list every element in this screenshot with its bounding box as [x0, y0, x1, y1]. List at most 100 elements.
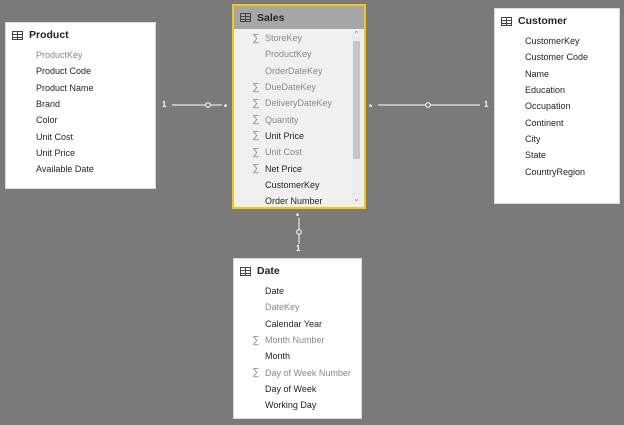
sales-field-list: ∑StoreKey∑ProductKey∑OrderDateKey∑DueDat…: [234, 30, 364, 209]
field-label: Calendar Year: [265, 318, 323, 329]
field-label: CountryRegion: [525, 166, 586, 177]
sales-field-customerkey[interactable]: ∑CustomerKey: [251, 177, 364, 193]
sales-table-title: Sales: [257, 11, 285, 24]
field-label: Unit Cost: [265, 147, 303, 158]
product-field-available-date[interactable]: Available Date: [36, 161, 155, 177]
sigma-icon: ∑: [252, 114, 260, 126]
field-label: Product Name: [36, 82, 94, 93]
customer-field-customer-code[interactable]: Customer Code: [525, 49, 619, 65]
date-field-datekey[interactable]: ∑DateKey: [251, 299, 361, 315]
sales-table-card[interactable]: Sales ∑StoreKey∑ProductKey∑OrderDateKey∑…: [232, 4, 366, 209]
sales-field-order-number[interactable]: ∑Order Number: [251, 193, 364, 209]
cardinality-sales-many-product: *: [224, 103, 228, 112]
field-label: Occupation: [525, 101, 571, 112]
product-table-header[interactable]: Product: [6, 23, 155, 47]
sigma-icon: ∑: [252, 163, 260, 175]
field-label: ProductKey: [36, 50, 83, 61]
product-field-color[interactable]: Color: [36, 112, 155, 128]
field-label: Unit Price: [36, 147, 76, 158]
product-field-productkey[interactable]: ProductKey: [36, 47, 155, 63]
sales-field-unit-price[interactable]: ∑ Unit Price: [251, 128, 364, 144]
customer-field-continent[interactable]: Continent: [525, 114, 619, 130]
field-label: OrderDateKey: [265, 65, 323, 76]
field-label: Customer Code: [525, 52, 589, 63]
field-label: Continent: [525, 117, 564, 128]
field-label: Working Day: [265, 400, 317, 411]
field-label: Brand: [36, 99, 61, 110]
sales-table-header[interactable]: Sales: [234, 6, 364, 29]
customer-table-title: Customer: [518, 15, 568, 27]
field-label: Available Date: [36, 164, 94, 175]
sigma-icon: ∑: [252, 32, 260, 44]
sales-field-productkey[interactable]: ∑ProductKey: [251, 46, 364, 62]
sales-field-duedatekey[interactable]: ∑DueDateKey: [251, 79, 364, 95]
field-label: ProductKey: [265, 49, 312, 60]
product-field-brand[interactable]: Brand: [36, 96, 155, 112]
scroll-down-icon[interactable]: ⌄: [353, 196, 360, 203]
sales-field-unit-cost[interactable]: ∑Unit Cost: [251, 144, 364, 160]
sales-field-quantity[interactable]: ∑ Quantity: [251, 111, 364, 127]
cardinality-sales-many-customer: *: [369, 103, 373, 112]
sigma-icon: ∑: [252, 81, 260, 93]
sales-field-deliverydatekey[interactable]: ∑DeliveryDateKey: [251, 95, 364, 111]
date-field-calendar-year[interactable]: ∑Calendar Year: [251, 316, 361, 332]
field-label: Education: [525, 85, 566, 96]
field-label: State: [525, 150, 547, 161]
customer-table-header[interactable]: Customer: [495, 9, 619, 33]
field-label: Date: [265, 286, 285, 297]
sigma-icon: ∑: [252, 130, 260, 142]
field-label: Day of Week Number: [265, 367, 351, 378]
field-label: DateKey: [265, 302, 300, 313]
field-label: Month: [265, 351, 291, 362]
product-field-product-code[interactable]: Product Code: [36, 63, 155, 79]
customer-field-countryregion[interactable]: CountryRegion: [525, 163, 619, 179]
date-table-title: Date: [257, 265, 280, 277]
field-label: Month Number: [265, 335, 325, 346]
customer-field-occupation[interactable]: Occupation: [525, 98, 619, 114]
date-field-day-of-week[interactable]: ∑Day of Week: [251, 381, 361, 397]
date-field-date[interactable]: ∑Date: [251, 283, 361, 299]
cardinality-product-one: 1: [162, 100, 167, 109]
sigma-icon: ∑: [252, 334, 260, 346]
cardinality-date-one: 1: [296, 244, 301, 253]
field-label: CustomerKey: [265, 179, 320, 190]
customer-field-city[interactable]: City: [525, 131, 619, 147]
relationship-date-sales[interactable]: * 1: [296, 212, 302, 253]
customer-field-state[interactable]: State: [525, 147, 619, 163]
customer-field-name[interactable]: Name: [525, 66, 619, 82]
product-field-unit-cost[interactable]: Unit Cost: [36, 128, 155, 144]
sales-field-net-price[interactable]: ∑ Net Price: [251, 160, 364, 176]
field-label: Net Price: [265, 163, 303, 174]
sales-field-storekey[interactable]: ∑ StoreKey: [251, 30, 364, 46]
table-icon: [501, 16, 512, 26]
relationship-product-sales[interactable]: 1 *: [162, 100, 228, 112]
scroll-up-icon[interactable]: ⌃: [353, 31, 360, 38]
customer-field-education[interactable]: Education: [525, 82, 619, 98]
field-label: Unit Price: [265, 130, 305, 141]
product-field-product-name[interactable]: Product Name: [36, 80, 155, 96]
date-table-card[interactable]: Date ∑Date∑DateKey∑Calendar Year ∑ Month N…: [233, 258, 362, 419]
scroll-thumb[interactable]: [353, 41, 360, 159]
sales-scrollbar[interactable]: ⌃ ⌄: [352, 31, 361, 204]
product-field-unit-price[interactable]: Unit Price: [36, 145, 155, 161]
customer-field-customerkey[interactable]: CustomerKey: [525, 33, 619, 49]
date-table-header[interactable]: Date: [234, 259, 361, 283]
relationship-customer-sales[interactable]: * 1: [369, 100, 489, 112]
product-table-title: Product: [29, 29, 69, 41]
field-label: Day of Week: [265, 383, 317, 394]
field-label: StoreKey: [265, 33, 303, 44]
date-field-month-number[interactable]: ∑ Month Number: [251, 332, 361, 348]
field-label: Quantity: [265, 114, 299, 125]
table-icon: [12, 30, 23, 40]
date-field-day-of-week-number[interactable]: ∑Day of Week Number: [251, 364, 361, 380]
date-field-working-day[interactable]: ∑Working Day: [251, 397, 361, 413]
cardinality-customer-one: 1: [484, 100, 489, 109]
sales-field-orderdatekey[interactable]: ∑OrderDateKey: [251, 63, 364, 79]
date-field-month[interactable]: ∑Month: [251, 348, 361, 364]
field-label: Product Code: [36, 66, 92, 77]
